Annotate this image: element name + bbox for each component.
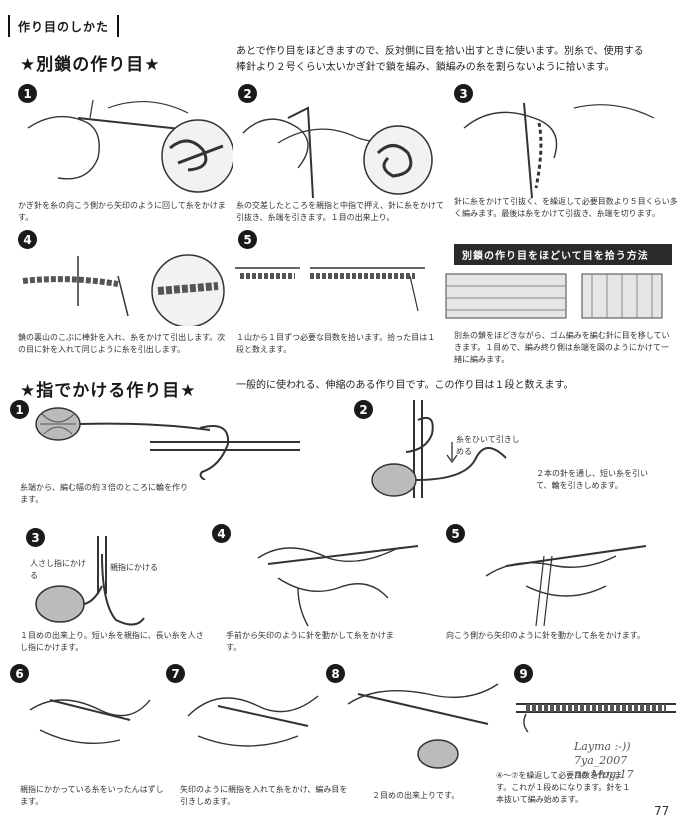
thumb-release-illustration [20, 670, 160, 770]
step-caption: 糸端から、編む幅の約３倍のところに輪を作ります。 [20, 483, 188, 504]
unravel-method-title: 別鎖の作り目をほどいて目を拾う方法 [454, 244, 672, 265]
step-number: 7 [166, 664, 185, 683]
step-caption: 鎖の裏山のこぶに棒針を入れ、糸をかけて引出します。次の目に針を入れて同じように糸… [18, 333, 226, 354]
signature-line: Layma :-)) [574, 740, 631, 753]
header-label: 作り目のしかた [18, 19, 110, 34]
chain-stitch-illustration [454, 88, 664, 198]
cast-on-row-illustration [506, 684, 686, 734]
step-caption: ④～⑦を繰返して必要目数を作ります。これが１段めになります。針を１本抜いて編み始… [496, 771, 631, 804]
step-caption: 糸の交差したところを親指と中指で押え、針に糸をかけて引抜き、糸端を引きます。１目… [236, 201, 444, 222]
signature-line: по Mag.17 [574, 768, 634, 781]
step-caption: １山から１目ずつ必要な目数を拾います。拾った目は１段と数えます。 [236, 333, 436, 354]
step-number: 4 [18, 230, 37, 249]
section2-intro: 一般的に使われる、伸縮のある作り目です。この作り目は１段と数えます。 [236, 380, 574, 391]
crochet-hook-illustration [18, 88, 233, 198]
tighten-stitch-illustration [178, 666, 328, 776]
step-caption: 親指にかかっている糸をいったんはずします。 [20, 785, 164, 806]
step-caption: かぎ針を糸の向こう側から矢印のように回して糸をかけます。 [18, 201, 226, 222]
step-number: 9 [514, 664, 533, 683]
picked-stitches-illustration [230, 236, 430, 326]
step-number: 1 [18, 84, 37, 103]
step-number: 2 [354, 400, 373, 419]
section1-title: ★別鎖の作り目★ [20, 55, 161, 75]
section-header: 作り目のしかた [8, 14, 120, 38]
section2-title: ★指でかける作り目★ [20, 381, 197, 401]
header-bar-left [8, 15, 10, 37]
step-caption: ２本の針を通し、短い糸を引いて、輪を引きしめます。 [536, 469, 648, 490]
index-finger-label: 人さし指にかける [30, 559, 86, 580]
step-caption: 向こう側から矢印のように針を動かして糸をかけます。 [446, 631, 645, 640]
needle-motion-illustration-a [228, 528, 428, 628]
yarn-loop-illustration [30, 400, 330, 480]
step-number: 5 [238, 230, 257, 249]
step-caption: 矢印のように親指を入れて糸をかけ、編み目を引きしめます。 [180, 785, 348, 806]
step-number: 2 [238, 84, 257, 103]
step-caption: 手前から矢印のように針を動かして糸をかけます。 [226, 631, 394, 652]
signature-line: 7ya_2007 [574, 754, 628, 767]
step-caption: １目めの出来上り。短い糸を親指に、長い糸を人さし指にかけます。 [20, 631, 204, 652]
step-number: 1 [10, 400, 29, 419]
step-caption: ２目めの出来上りです。 [372, 791, 460, 800]
unravel-method-caption: 別糸の鎖をほどきながら、ゴム編みを編む針に目を移していきます。１目めで、編み終り… [454, 331, 670, 364]
step-number: 3 [26, 528, 45, 547]
section1-intro: あとで作り目をほどきますので、反対側に目を拾い出すときに使います。別糸で、使用す… [236, 46, 644, 73]
step-number: 5 [446, 524, 465, 543]
loop-pull-illustration [238, 88, 448, 198]
second-stitch-illustration [338, 664, 508, 774]
chain-pickup-illustration [18, 236, 233, 326]
step-number: 4 [212, 524, 231, 543]
finger-setup-illustration [26, 534, 206, 634]
step-number: 6 [10, 664, 29, 683]
needle-motion-illustration-b [466, 516, 666, 626]
ribbing-illustration [442, 266, 674, 326]
signature-watermark: Layma :-)) 7ya_2007 по Mag.17 [574, 740, 684, 782]
tighten-annotation: 糸をひいて引きしめる [456, 435, 520, 456]
step-caption: 針に糸をかけて引抜く、を繰返して必要目数より５目くらい多く編みます。最後は糸をか… [454, 197, 678, 218]
step-number: 3 [454, 84, 473, 103]
header-bar-right [117, 15, 120, 37]
thumb-label: 親指にかける [110, 563, 158, 572]
tighten-loop-illustration [366, 398, 516, 498]
page-number: 77 [654, 804, 670, 818]
step-number: 8 [326, 664, 345, 683]
